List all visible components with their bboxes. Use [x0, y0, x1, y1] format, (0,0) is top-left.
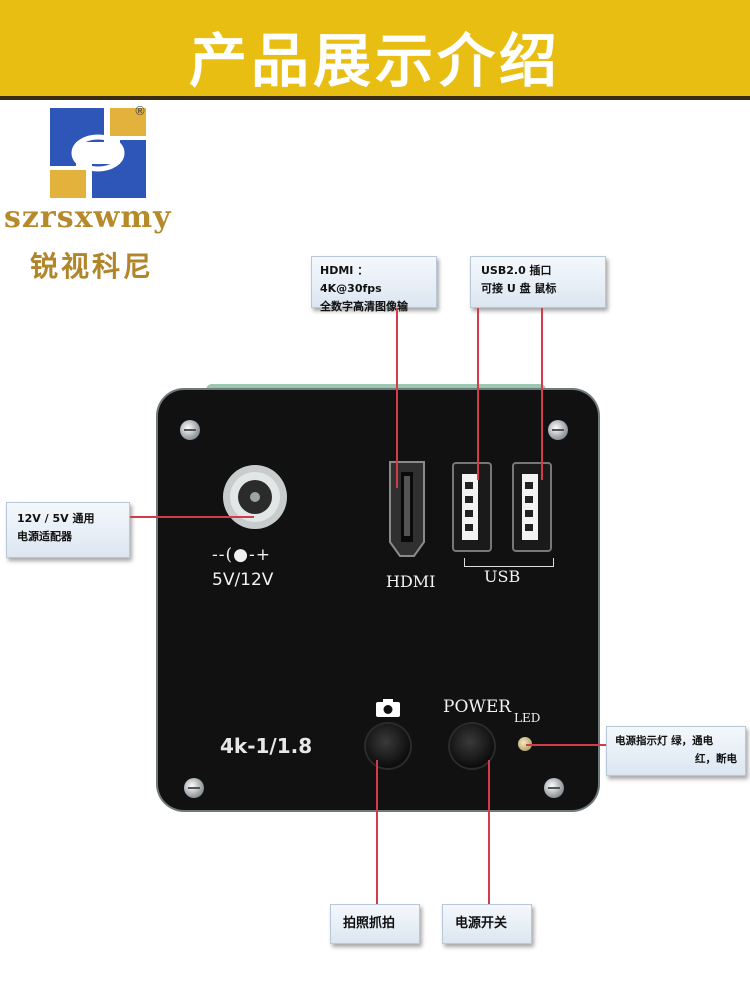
- camera-icon: [376, 699, 400, 717]
- power-adapter-callout-line2: 电源适配器: [17, 530, 72, 543]
- usb-port-icon: [452, 462, 492, 552]
- usb-leader-line: [477, 308, 479, 480]
- camera-top-edge: [206, 384, 546, 394]
- usb-port-icon: [512, 462, 552, 552]
- usb-bracket: [464, 558, 554, 567]
- led-callout-line1: 电源指示灯 绿，通电: [615, 735, 714, 747]
- power-adapter-callout-line1: 12V / 5V 通用: [17, 512, 95, 525]
- snapshot-button[interactable]: [366, 724, 410, 768]
- power-switch-callout-label: 电源开关: [455, 916, 508, 931]
- dc-polarity-label: --(●-+: [212, 545, 271, 565]
- power-switch-callout: 电源开关: [442, 904, 532, 944]
- usb-label: USB: [484, 567, 521, 586]
- led-callout-line2: 红，断电: [695, 753, 737, 765]
- hdmi-callout-line2: 全数字高清图像输: [320, 300, 408, 313]
- dc-voltage-label: 5V/12V: [212, 570, 274, 590]
- logo-chinese-name: 锐视科尼: [30, 250, 155, 283]
- screw-icon: [180, 420, 200, 440]
- led-label: LED: [514, 711, 541, 725]
- power-adapter-leader-line: [130, 516, 254, 518]
- snapshot-leader-line: [376, 760, 378, 904]
- screw-icon: [548, 420, 568, 440]
- screw-icon: [544, 778, 564, 798]
- led-callout: 电源指示灯 绿，通电 红，断电: [606, 726, 746, 776]
- title-banner: 产品展示介绍: [0, 0, 750, 100]
- screw-icon: [184, 778, 204, 798]
- brand-logo-icon: [50, 108, 146, 198]
- snapshot-callout-label: 拍照抓拍: [343, 916, 396, 931]
- hdmi-label: HDMI: [386, 572, 436, 591]
- power-adapter-callout: 12V / 5V 通用 电源适配器: [6, 502, 130, 558]
- registered-mark: ®: [134, 104, 146, 118]
- banner-title: 产品展示介绍: [188, 27, 561, 95]
- hdmi-port-icon: [389, 461, 425, 557]
- usb-leader-line: [541, 308, 543, 480]
- power-led-indicator: [518, 737, 532, 751]
- hdmi-leader-line: [396, 308, 398, 488]
- hdmi-callout: HDMI ： 4K@30fps 全数字高清图像输: [311, 256, 437, 313]
- usb-callout-line1: USB2.0 插口: [481, 264, 552, 277]
- snapshot-callout: 拍照抓拍: [330, 904, 420, 944]
- power-button[interactable]: [450, 724, 494, 768]
- dc-jack-icon: [223, 465, 287, 529]
- power-label: POWER: [443, 697, 512, 717]
- led-leader-line: [526, 744, 606, 746]
- model-label: 4k-1/1.8: [220, 734, 313, 758]
- logo-wordmark: szrsxwmy: [4, 200, 172, 235]
- power-switch-leader-line: [488, 760, 490, 904]
- hdmi-callout-line1: HDMI ： 4K@30fps: [320, 264, 382, 295]
- usb-callout-line2: 可接 U 盘 鼠标: [481, 282, 557, 295]
- usb-callout: USB2.0 插口 可接 U 盘 鼠标: [470, 256, 606, 308]
